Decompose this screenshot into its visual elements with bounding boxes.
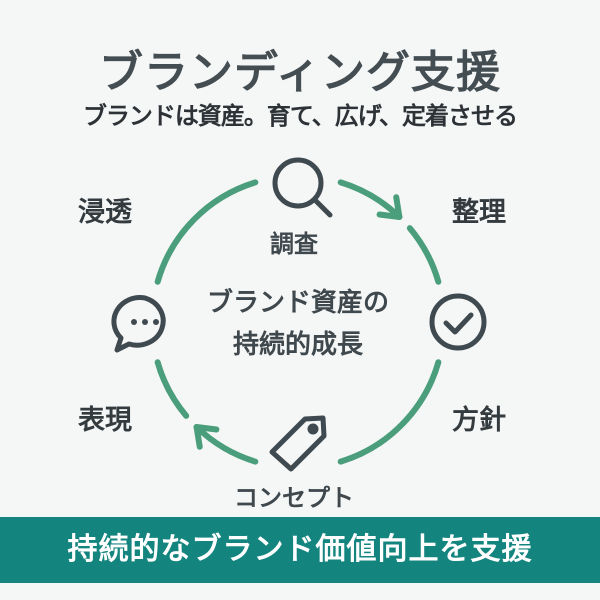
cycle-arc-3 (193, 424, 259, 465)
stage-research-label: 調査 (270, 230, 318, 258)
arrowhead-icon (193, 424, 220, 450)
cycle-arc-0 (337, 179, 403, 220)
tag-icon (269, 415, 327, 472)
stage-concept-label: コンセプト (234, 484, 354, 512)
bottom-banner: 持続的なブランド価値向上を支援 (0, 517, 600, 583)
chat-bubble-icon (111, 295, 166, 353)
cycle-arc-1 (406, 225, 442, 285)
cycle-arc-5 (154, 179, 259, 285)
search-icon (272, 157, 333, 218)
cycle-arc-2 (337, 359, 442, 465)
page-subtitle: ブランドは資産。育て、広げ、定着させる (82, 102, 518, 130)
stage-expression-label: 表現 (78, 405, 132, 436)
stage-policy-label: 方針 (452, 405, 506, 436)
check-circle-icon (429, 293, 487, 351)
center-text: ブランド資産の 持続的成長 (170, 282, 426, 366)
arrowhead-icon (376, 194, 403, 220)
stage-organize-label: 整理 (452, 197, 506, 228)
cycle-arc-4 (154, 359, 190, 419)
center-line-1: ブランド資産の (206, 288, 389, 318)
center-line-2: 持続的成長 (232, 330, 363, 360)
page-title: ブランディング支援 (99, 47, 501, 98)
stage-penetration-label: 浸透 (78, 197, 132, 228)
